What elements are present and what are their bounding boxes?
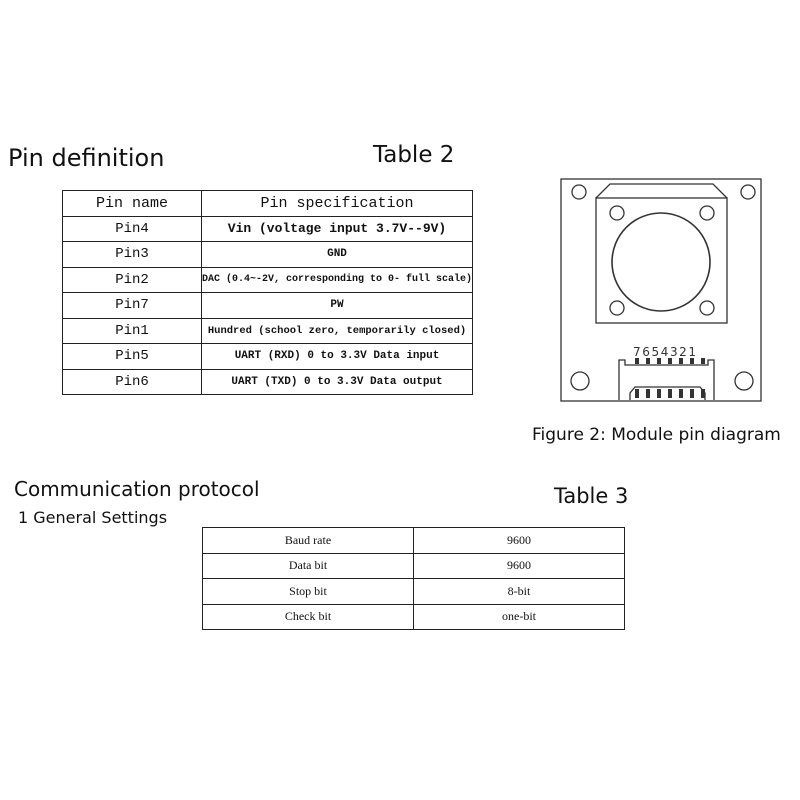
pin-spec: Vin (voltage input 3.7V--9V) <box>200 215 474 242</box>
pin-name: Pin5 <box>62 343 202 370</box>
mounting-hole <box>734 371 754 391</box>
connector <box>618 359 715 400</box>
pin-name: Pin3 <box>62 241 202 268</box>
setting-name: Data bit <box>202 552 414 579</box>
board-outline <box>560 178 762 402</box>
header-pin-spec: Pin specification <box>200 190 474 217</box>
pin-name: Pin7 <box>62 292 202 319</box>
setting-name: Check bit <box>202 603 414 630</box>
pin-name: Pin4 <box>62 215 202 242</box>
pin-name: Pin2 <box>62 266 202 293</box>
sensor-top <box>595 183 728 199</box>
pin-spec: DAC (0.4~-2V, corresponding to 0- full s… <box>200 266 474 293</box>
table-2-label: Table 2 <box>373 142 455 168</box>
sensor-body <box>595 197 728 324</box>
mounting-hole <box>570 371 590 391</box>
setting-value: 8-bit <box>413 578 625 605</box>
pin-numbers: 7654321 <box>633 345 698 359</box>
mounting-hole <box>740 184 756 200</box>
setting-value: 9600 <box>413 552 625 579</box>
pin-spec: UART (RXD) 0 to 3.3V Data input <box>200 343 474 370</box>
general-settings-subtitle: 1 General Settings <box>18 508 168 527</box>
module-pin-diagram: 7654321 <box>560 178 762 402</box>
header-pin-name: Pin name <box>62 190 202 217</box>
setting-value: 9600 <box>413 527 625 554</box>
pin-name: Pin1 <box>62 317 202 344</box>
pin-spec: PW <box>200 292 474 319</box>
figure-caption: Figure 2: Module pin diagram <box>532 425 781 445</box>
sensor-window <box>611 212 711 312</box>
pin-definition-title: Pin definition <box>8 144 165 172</box>
pin-spec: Hundred (school zero, temporarily closed… <box>200 317 474 344</box>
mounting-hole <box>571 184 587 200</box>
pin-spec: GND <box>200 241 474 268</box>
setting-value: one-bit <box>413 603 625 630</box>
communication-protocol-title: Communication protocol <box>14 477 260 501</box>
setting-name: Stop bit <box>202 578 414 605</box>
table-3-label: Table 3 <box>554 484 629 508</box>
table-header-row: Pin name Pin specification <box>62 190 474 217</box>
pin-name: Pin6 <box>62 368 202 395</box>
pin-spec: UART (TXD) 0 to 3.3V Data output <box>200 368 474 395</box>
setting-name: Baud rate <box>202 527 414 554</box>
